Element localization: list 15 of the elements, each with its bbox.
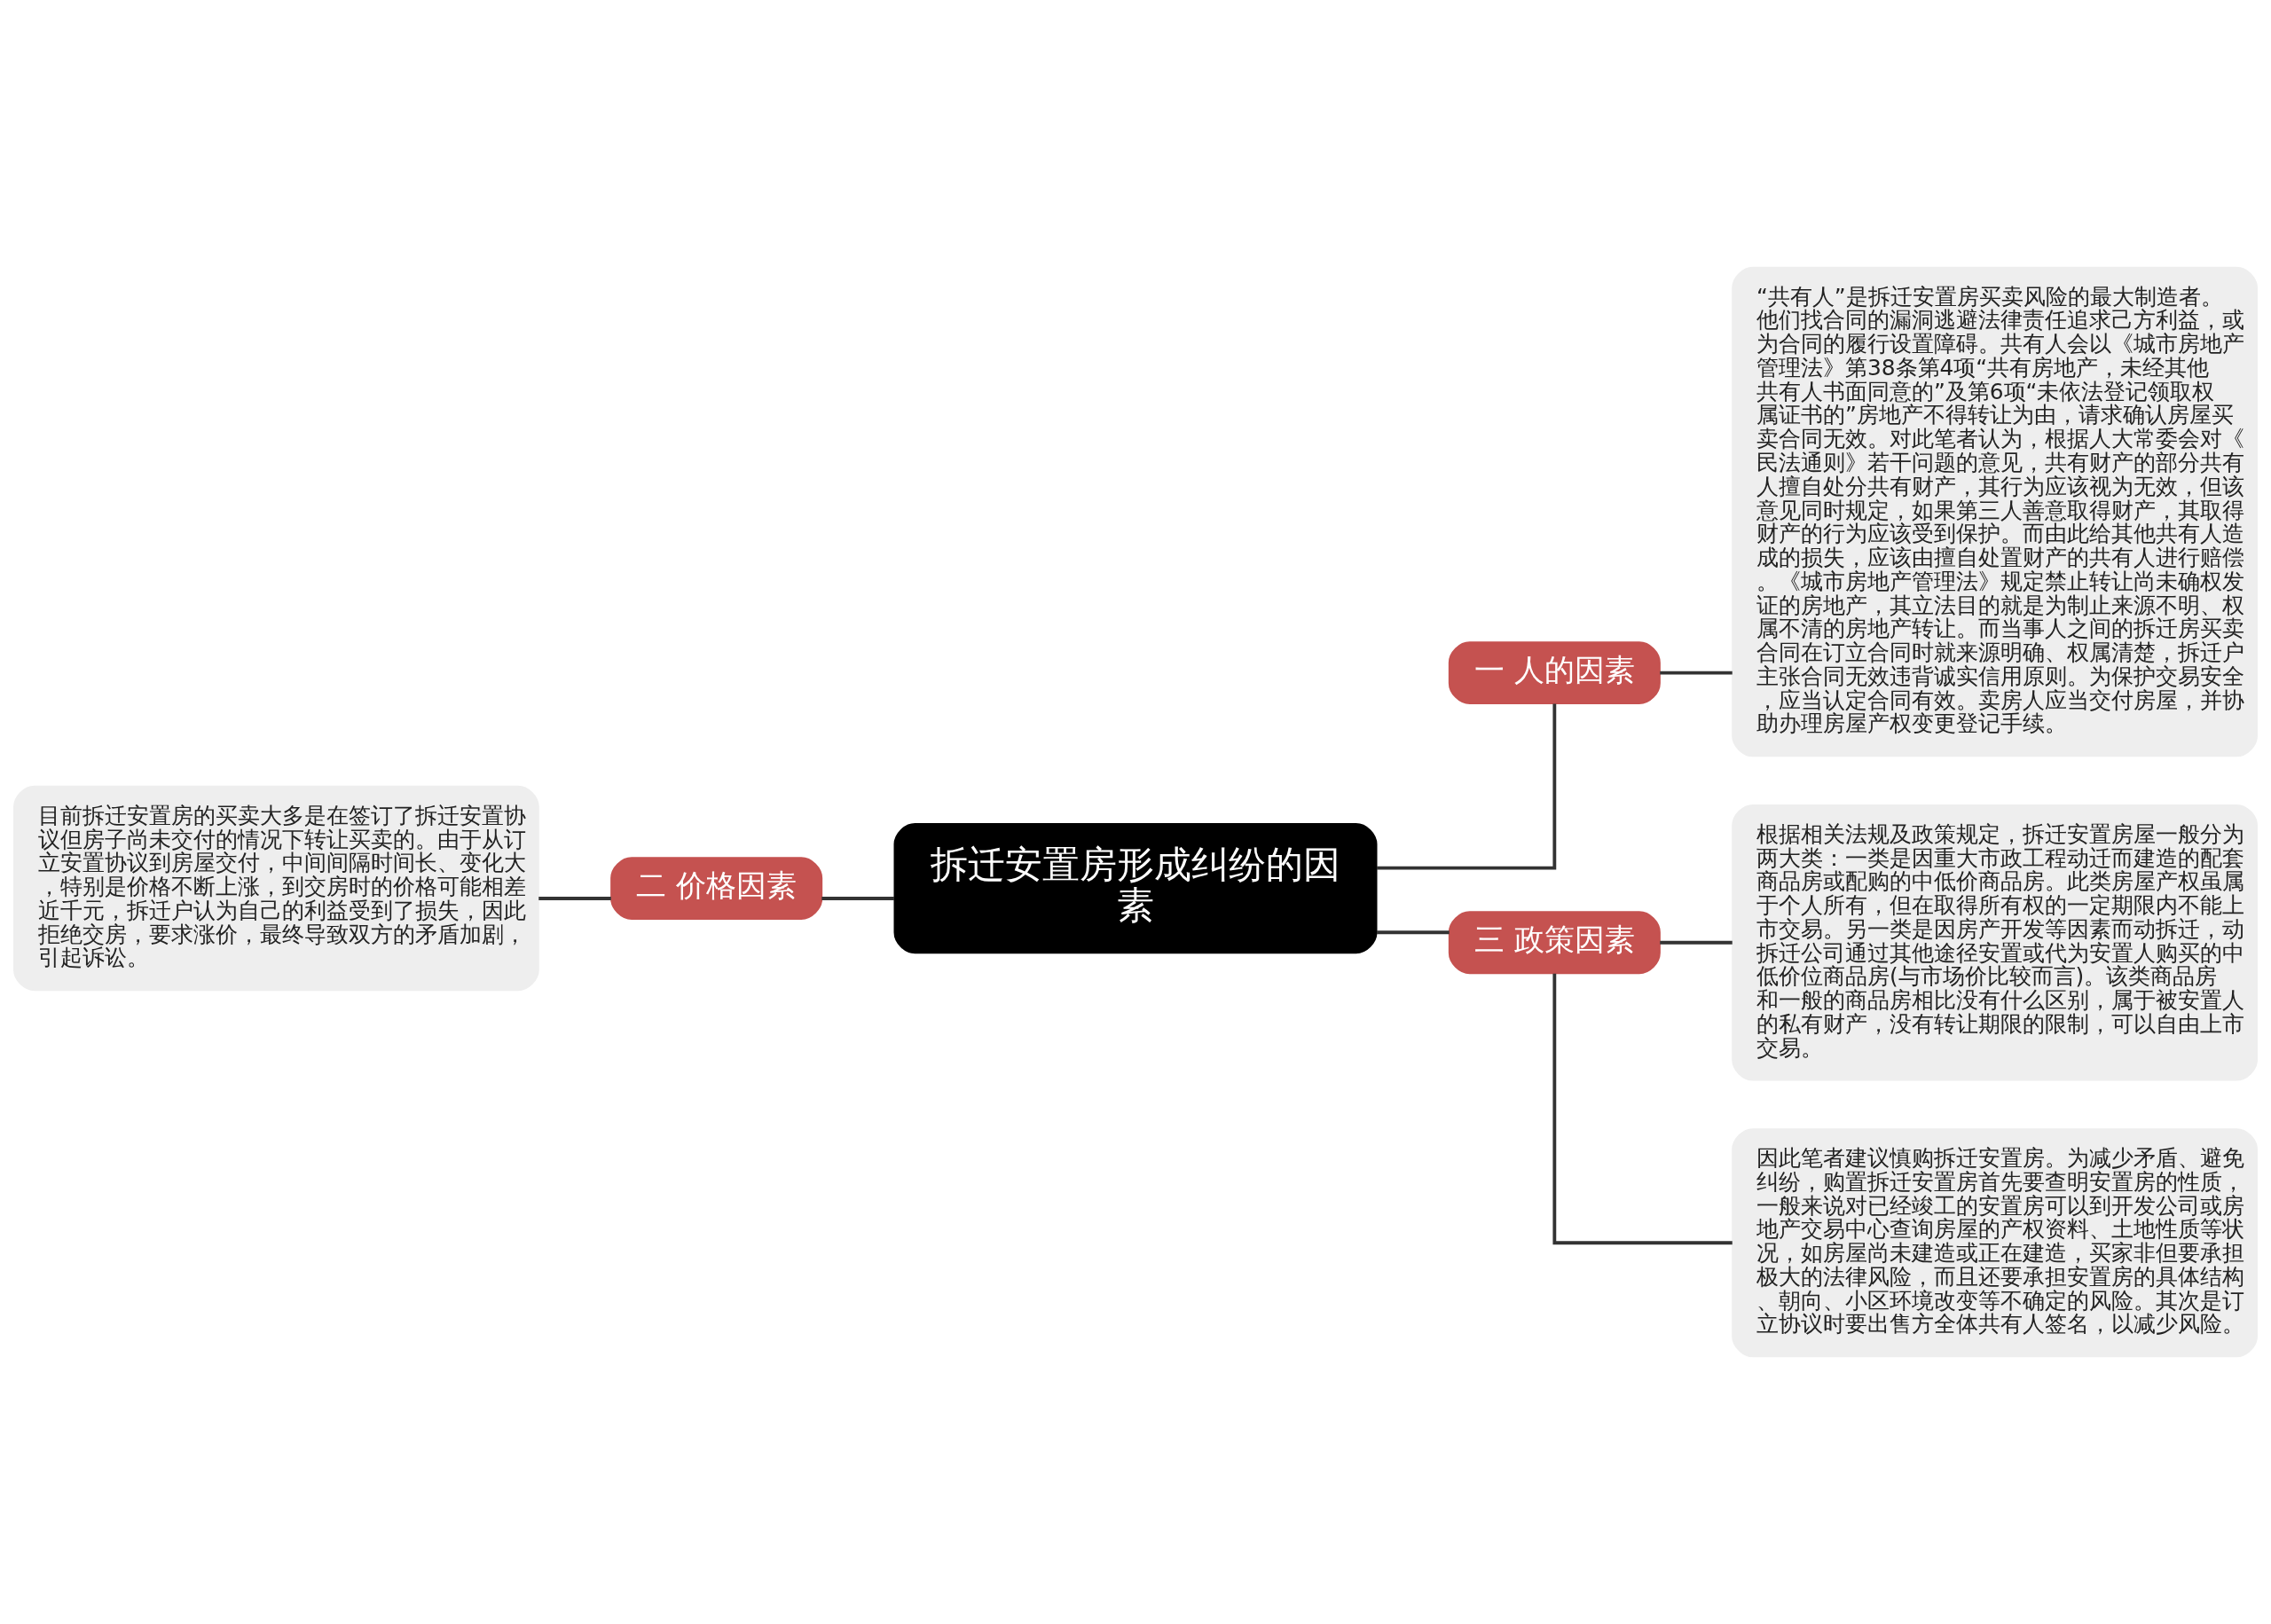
node-box: 一 人的因素 — [1448, 641, 1661, 705]
node-box: 三 政策因素 — [1448, 911, 1661, 975]
node-box: 根据相关法规及政策规定，拆迁安置房屋一般分为两大类：一类是因重大市政工程动迁而建造的配套商品房或配购的中低价商品房。此类房屋产权虽属于个人所有，但在取得所有权的一定期限内不能上市交易。另一类是因房产开发等因素而动拆迁，动拆迁公司通过其他途径安置或代为安置人购买的中低价位商品房(与市场价比较而言)。该类商品房和一般的商品房相比没有什么区别，属于被安置人的私有财产，没有转让期限的限制，可以自由上市交易。 — [1732, 804, 2258, 1081]
node-box: 因此笔者建议慎购拆迁安置房。为减少矛盾、避免纠纷，购置拆迁安置房首先要查明安置房的性质，一般来说对已经竣工的安置房可以到开发公司或房地产交易中心查询房屋的产权资料、土地性质等状况，如房屋尚未建造或正在建造，买家非但要承担极大的法律风险，而且还要承担安置房的具体结构、朝向、小区环境改变等不确定的风险。其次是订立协议时要出售方全体共有人签名，以减少风险。 — [1732, 1128, 2258, 1358]
connector — [1660, 671, 1733, 675]
node-box: 拆迁安置房形成纠纷的因素 — [893, 822, 1378, 954]
connector — [1377, 930, 1450, 935]
connector — [1377, 703, 1557, 870]
node-box: 二 价格因素 — [610, 857, 823, 920]
connector — [1552, 973, 1733, 1245]
node-box: 目前拆迁安置房的买卖大多是在签订了拆迁安置协议但房子尚未交付的情况下转让买卖的。由于从订立安置协议到房屋交付，中间间隔时间长、变化大，特别是价格不断上涨，到交房时的价格可能相差近千元，拆迁户认为自己的利益受到了损失，因此拒绝交房，要求涨价，最终导致双方的矛盾加剧，引起诉讼。 — [13, 785, 539, 992]
node-box: “共有人”是拆迁安置房买卖风险的最大制造者。他们找合同的漏洞逃避法律责任追求己方利益，或为合同的履行设置障碍。共有人会以《城市房地产管理法》第38条第4项“共有房地产，未经其他共有人书面同意的”及第6项“未依法登记领取权属证书的”房地产不得转让为由，请求确认房屋买卖合同无效。对此笔者认为，根据人大常委会对《民法通则》若干问题的意见，共有财产的部分共有人擅自处分共有财产，其行为应该视为无效，但该意见同时规定，如果第三人善意取得财产，其取得财产的行为应该受到保护。而由此给其他共有人造成的损失，应该由擅自处置财产的共有人进行赔偿。《城市房地产管理法》规定禁止转让尚未确权发证的房地产，其立法目的就是为制止来源不明、权属不清的房地产转让。而当事人之间的拆迁房买卖合同在订立合同时就来源明确、权属清楚，拆迁户主张合同无效违背诚实信用原则。为保护交易安全，应当认定合同有效。卖房人应当交付房屋，并协助办理房屋产权变更登记手续。 — [1732, 266, 2258, 757]
connector — [821, 897, 894, 900]
connector — [1660, 940, 1733, 945]
connector — [538, 897, 611, 900]
